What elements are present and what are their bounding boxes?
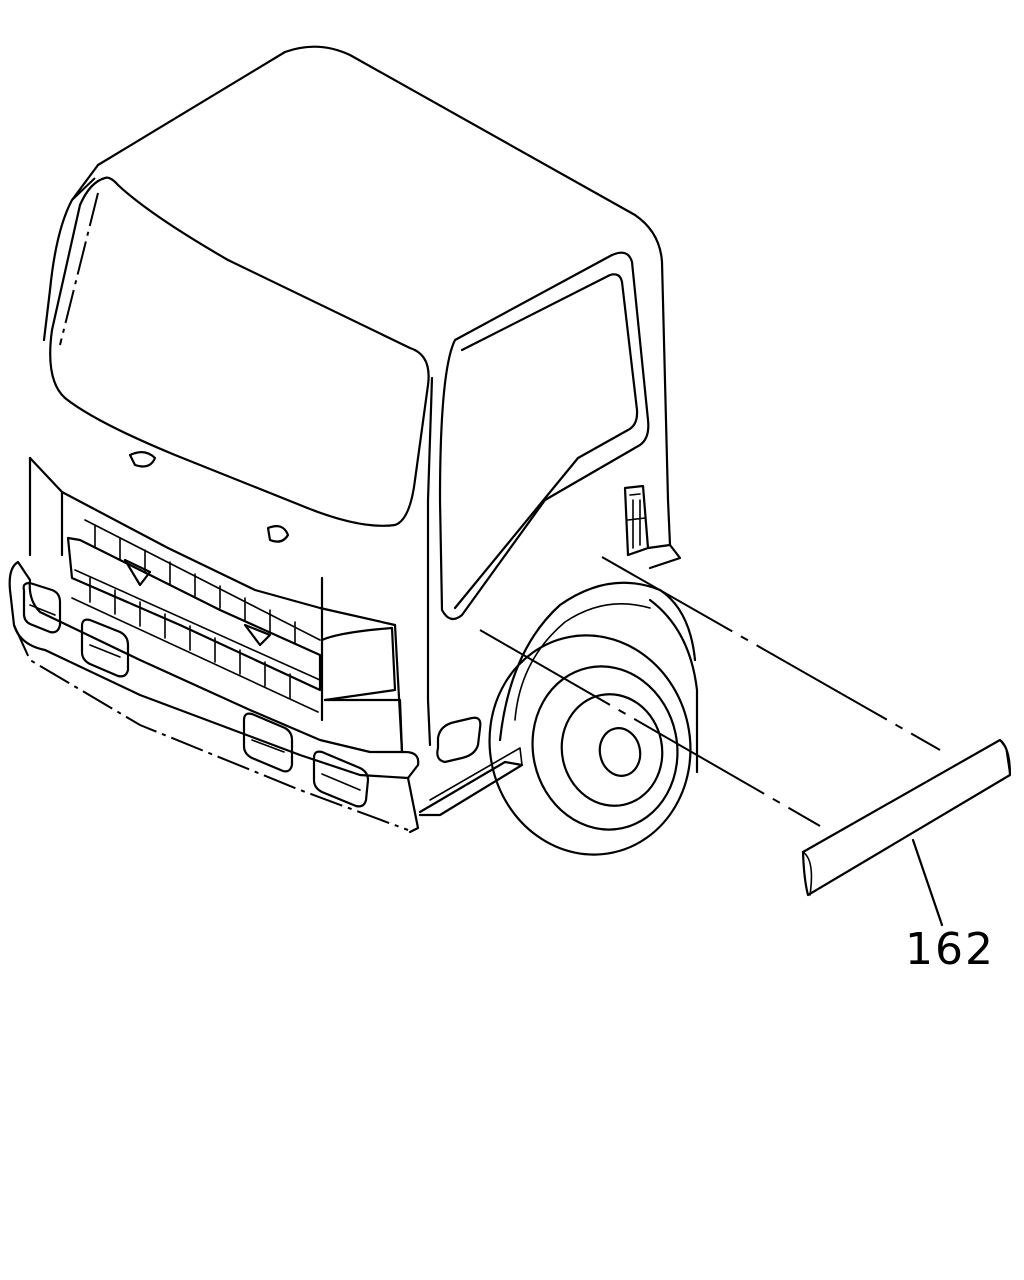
door: [426, 251, 682, 764]
callout-label-162: 162: [905, 924, 995, 975]
wheel: [488, 581, 699, 856]
leader-lines: [479, 556, 941, 827]
cab-roof: [42, 45, 672, 547]
callout-leader-162: [911, 838, 944, 927]
part-162-trim-strip: [801, 738, 1012, 897]
windshield: [49, 176, 430, 527]
step: [418, 747, 524, 817]
front-panel: [8, 451, 420, 834]
